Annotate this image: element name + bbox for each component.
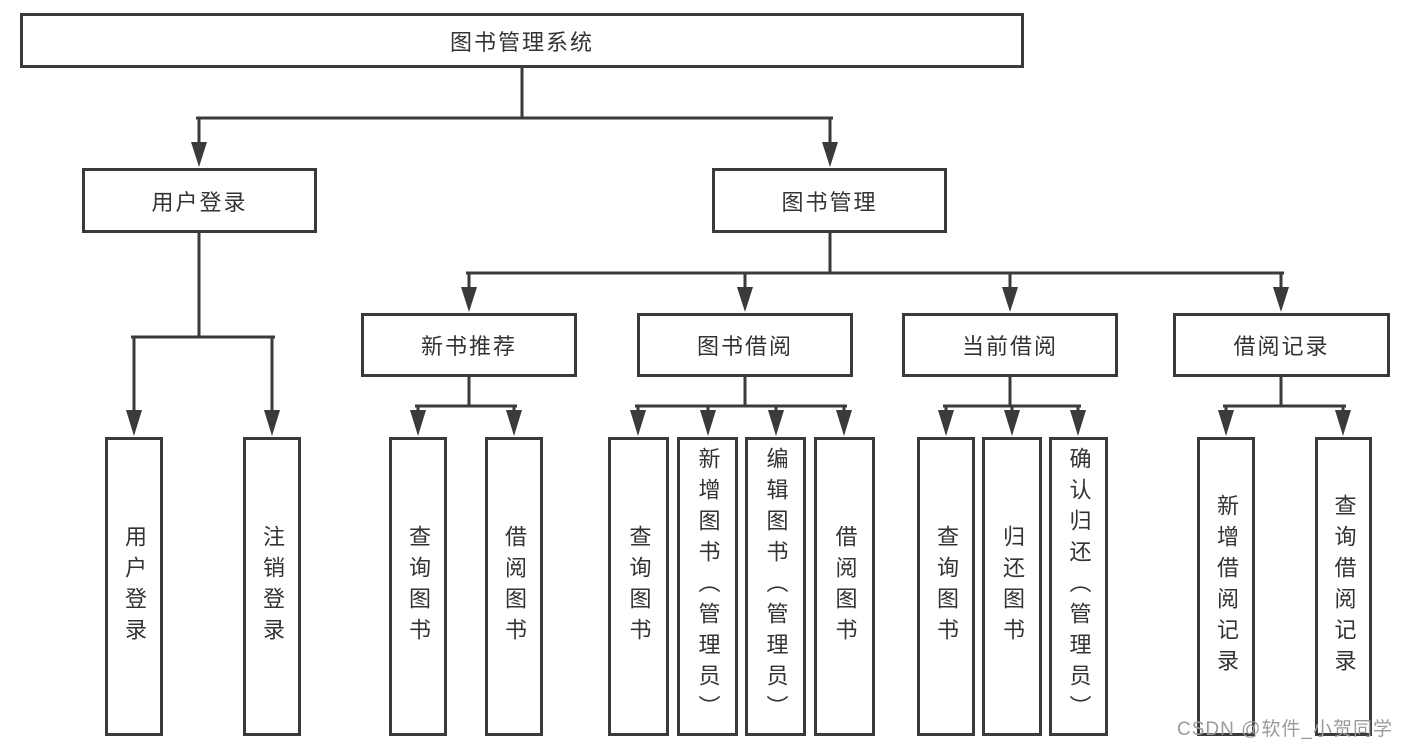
leaf-current-confirm-return-admin: 确认归还（管理员） <box>1049 437 1108 736</box>
connector-new-book-to-children <box>410 375 522 436</box>
connector-user-login-to-children <box>126 231 280 436</box>
leaf-record-add-borrow-record: 新增借阅记录 <box>1197 437 1255 736</box>
node-user-login: 用户登录 <box>82 168 317 233</box>
leaf-borrow-borrow-book: 借阅图书 <box>814 437 875 736</box>
leaf-newbook-borrow-book: 借阅图书 <box>485 437 543 736</box>
node-new-book-recommend: 新书推荐 <box>361 313 577 377</box>
node-book-management: 图书管理 <box>712 168 947 233</box>
leaf-user-login: 用户登录 <box>105 437 163 736</box>
connector-root-to-level1 <box>191 66 838 167</box>
leaf-current-query-book: 查询图书 <box>917 437 975 736</box>
connector-book-mgmt-to-level2 <box>461 231 1289 312</box>
node-current-borrow: 当前借阅 <box>902 313 1118 377</box>
leaf-borrow-query-book: 查询图书 <box>608 437 669 736</box>
leaf-borrow-add-book-admin: 新增图书（管理员） <box>677 437 738 736</box>
node-borrow-record: 借阅记录 <box>1173 313 1390 377</box>
leaf-logout-login: 注销登录 <box>243 437 301 736</box>
leaf-current-return-book: 归还图书 <box>982 437 1042 736</box>
node-book-borrow: 图书借阅 <box>637 313 853 377</box>
csdn-watermark: CSDN @软件_小贺同学 <box>1177 719 1393 740</box>
connector-current-borrow-to-children <box>938 375 1086 436</box>
connector-borrow-record-to-children <box>1218 375 1351 436</box>
leaf-record-query-borrow-record: 查询借阅记录 <box>1315 437 1372 736</box>
connector-book-borrow-to-children <box>630 375 852 436</box>
leaf-newbook-query-book: 查询图书 <box>389 437 447 736</box>
node-root-system: 图书管理系统 <box>20 13 1024 68</box>
leaf-borrow-edit-book-admin: 编辑图书（管理员） <box>745 437 806 736</box>
